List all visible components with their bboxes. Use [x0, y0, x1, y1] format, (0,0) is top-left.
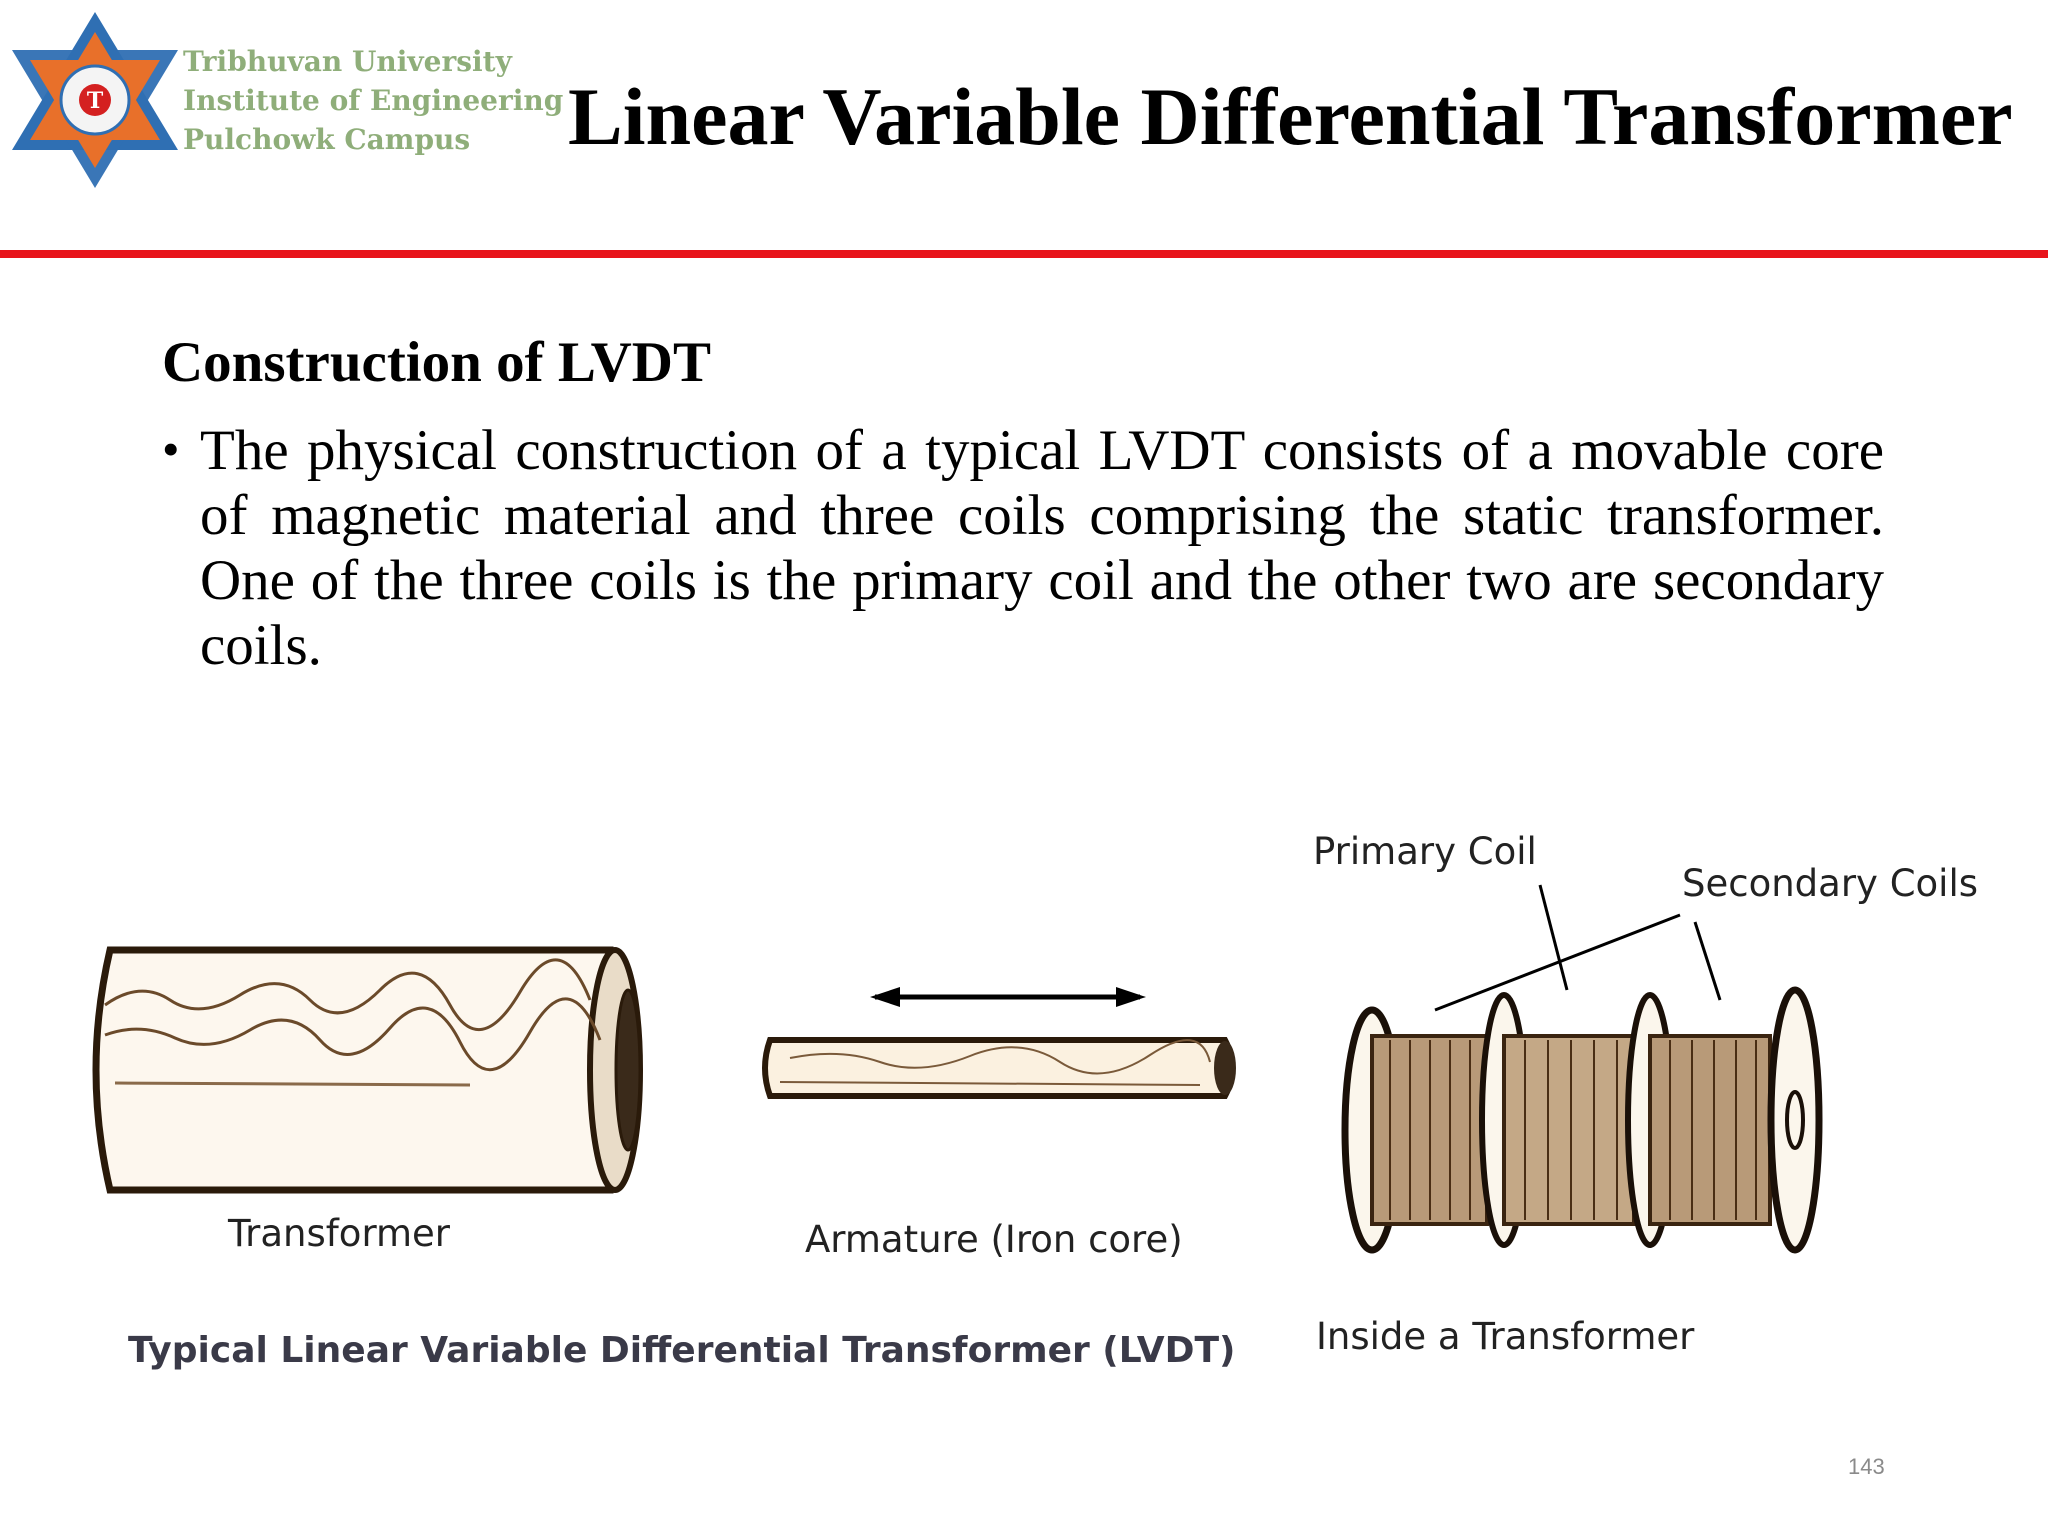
armature-label: Armature (Iron core): [805, 1218, 1183, 1261]
lvdt-illustration: [92, 884, 1823, 1254]
secondary-coils-label: Secondary Coils: [1682, 862, 1979, 905]
institution-line-university: Tribhuvan University: [183, 45, 512, 78]
institution-line-institute: Institute of Engineering: [183, 84, 564, 117]
svg-text:T: T: [87, 88, 104, 114]
inside-transformer-label: Inside a Transformer: [1316, 1315, 1695, 1358]
coil-assembly-drawing: [1341, 884, 1823, 1254]
transformer-label: Transformer: [228, 1212, 451, 1255]
primary-coil-label: Primary Coil: [1313, 830, 1537, 873]
header-divider: [0, 250, 2048, 258]
university-logo: T: [12, 12, 178, 188]
bullet-text: The physical construction of a typical L…: [200, 419, 1884, 677]
bullet-item: • The physical construction of a typical…: [162, 418, 1884, 678]
page-number: 143: [1848, 1454, 1885, 1479]
section-heading: Construction of LVDT: [162, 331, 711, 394]
institution-line-campus: Pulchowk Campus: [183, 123, 471, 156]
institution-name: Tribhuvan University Institute of Engine…: [183, 42, 563, 159]
bullet-marker: •: [162, 421, 180, 477]
transformer-drawing: [92, 946, 643, 1194]
armature-drawing: [762, 987, 1236, 1099]
figure-caption: Typical Linear Variable Differential Tra…: [128, 1330, 1236, 1371]
slide-title: Linear Variable Differential Transformer: [568, 71, 2013, 162]
